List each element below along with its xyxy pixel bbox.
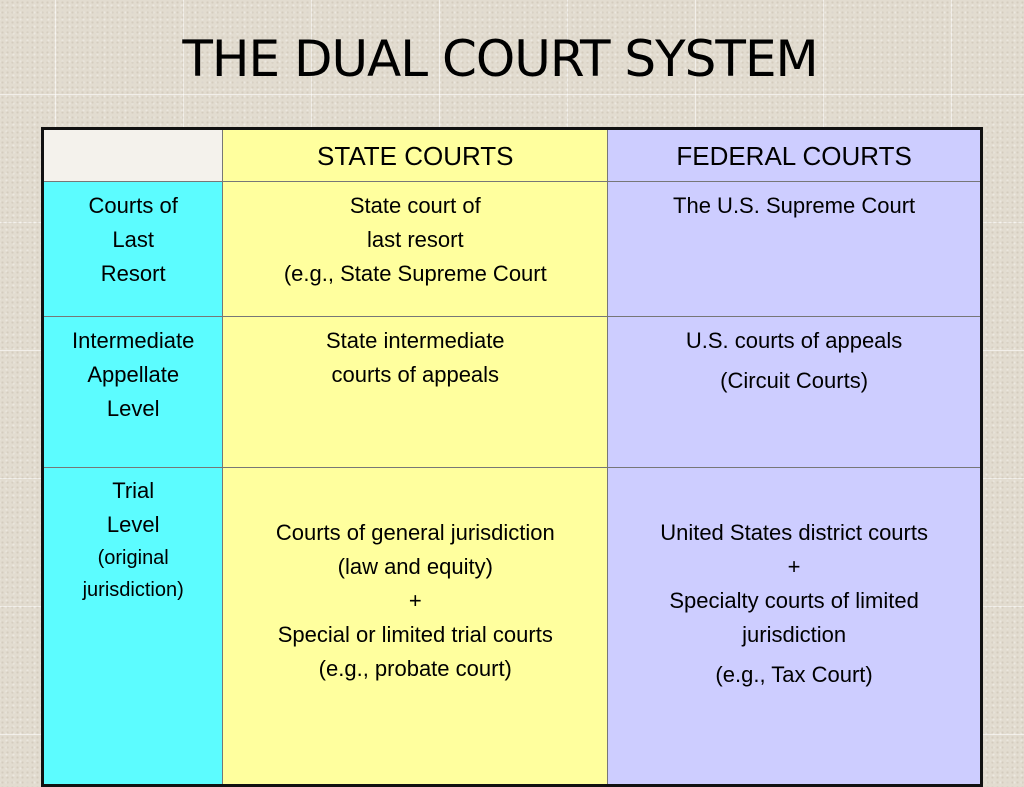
table-row: Trial Level (original jurisdiction) Cour…: [41, 467, 982, 786]
cell-line: United States district courts: [660, 520, 928, 545]
slide-title: THE DUAL COURT SYSTEM: [182, 30, 818, 88]
cell-line: (e.g., State Supreme Court: [283, 261, 547, 286]
cell-line: Specialty courts of limited: [669, 588, 919, 613]
label-line: Courts of: [88, 193, 178, 218]
label-note-line: jurisdiction): [82, 579, 184, 601]
row-label-intermediate: Intermediate Appellate Level: [41, 316, 224, 468]
federal-intermediate-cell: U.S. courts of appeals (Circuit Courts): [607, 316, 982, 468]
cell-line: (law and equity): [337, 554, 493, 579]
label-line: Level: [106, 512, 160, 537]
label-note-line: (original: [97, 547, 169, 569]
state-intermediate-cell: State intermediate courts of appeals: [222, 316, 609, 468]
cell-line: Special or limited trial courts: [277, 622, 553, 647]
label-line: Appellate: [87, 362, 180, 387]
label-line: Trial: [112, 478, 155, 503]
cell-line: +: [787, 554, 801, 579]
state-trial-cell: Courts of general jurisdiction (law and …: [222, 467, 609, 786]
cell-line: (Circuit Courts): [720, 368, 869, 393]
table-header-row: STATE COURTS FEDERAL COURTS: [41, 128, 982, 182]
cell-line: jurisdiction: [742, 622, 847, 647]
cell-line: The U.S. Supreme Court: [673, 193, 916, 218]
table-row: Intermediate Appellate Level State inter…: [41, 316, 982, 468]
header-federal-courts: FEDERAL COURTS: [607, 128, 982, 182]
table-row: Courts of Last Resort State court of las…: [41, 181, 982, 317]
federal-last-resort-cell: The U.S. Supreme Court: [607, 181, 982, 317]
row-label-last-resort: Courts of Last Resort: [41, 181, 224, 317]
court-comparison-table: STATE COURTS FEDERAL COURTS Courts of La…: [41, 127, 983, 787]
label-line: Level: [106, 396, 160, 421]
state-last-resort-cell: State court of last resort (e.g., State …: [222, 181, 609, 317]
cell-line: U.S. courts of appeals: [685, 328, 903, 353]
cell-line: State court of: [349, 193, 481, 218]
cell-line: State intermediate: [326, 328, 505, 353]
cell-line: Courts of general jurisdiction: [275, 520, 555, 545]
cell-line: (e.g., Tax Court): [715, 662, 873, 687]
cell-line: last resort: [366, 227, 464, 252]
header-state-courts: STATE COURTS: [222, 128, 609, 182]
federal-trial-cell: United States district courts + Specialt…: [607, 467, 982, 786]
label-line: Last: [112, 227, 154, 252]
cell-line: +: [408, 588, 422, 613]
label-line: Resort: [100, 261, 166, 286]
corner-cell: [41, 128, 224, 182]
label-line: Intermediate: [72, 328, 195, 353]
cell-line: courts of appeals: [331, 362, 500, 387]
cell-line: (e.g., probate court): [318, 656, 512, 681]
row-label-trial: Trial Level (original jurisdiction): [41, 467, 224, 786]
